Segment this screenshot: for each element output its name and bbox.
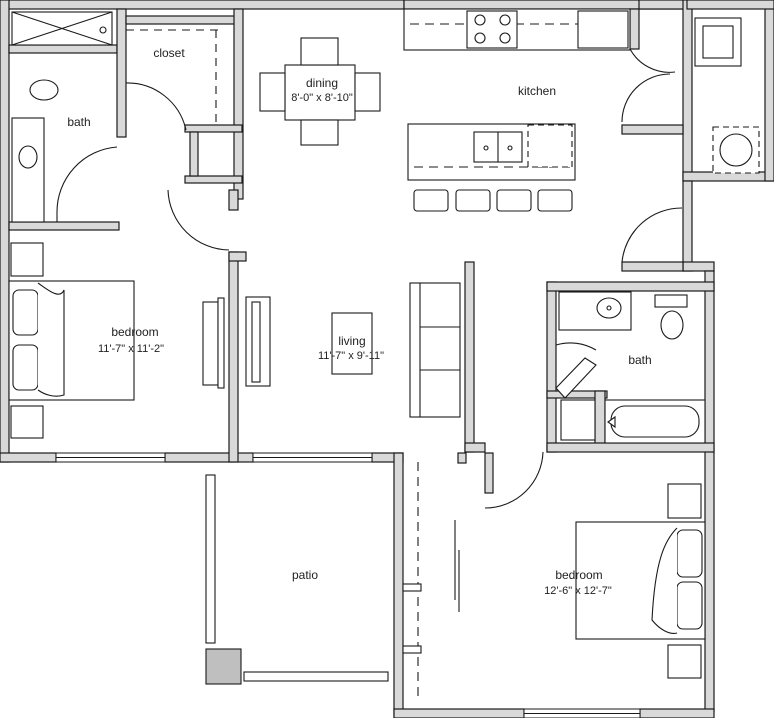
room-labels: closet bath dining 8'-0" x 8'-10" kitche… <box>67 46 651 597</box>
doors <box>56 48 683 509</box>
label-patio: patio <box>292 568 318 582</box>
label-living: living <box>338 334 365 348</box>
dims-bedroom-left: 11'-7" x 11'-2" <box>98 343 164 355</box>
label-dining: dining <box>306 76 338 90</box>
patio-railing <box>205 474 389 685</box>
toilet-fixture-2 <box>660 310 684 340</box>
sink-fixture <box>18 145 38 169</box>
dims-living: 11'-7" x 9'-11" <box>318 350 384 362</box>
furniture <box>8 8 760 700</box>
toilet-fixture <box>29 79 59 101</box>
dims-dining: 8'-0" x 8'-10" <box>291 92 353 104</box>
label-bath-right: bath <box>628 353 651 367</box>
label-kitchen: kitchen <box>518 84 556 98</box>
dims-bedroom-right: 12'-6" x 12'-7" <box>544 585 612 597</box>
label-bedroom-left: bedroom <box>111 325 158 339</box>
coffee-table <box>331 312 373 375</box>
sofa <box>409 282 461 418</box>
windows <box>55 452 641 718</box>
label-closet: closet <box>153 46 185 60</box>
label-bedroom-right: bedroom <box>555 568 602 582</box>
stove-fixture <box>466 10 518 49</box>
label-bath-left: bath <box>67 115 90 129</box>
